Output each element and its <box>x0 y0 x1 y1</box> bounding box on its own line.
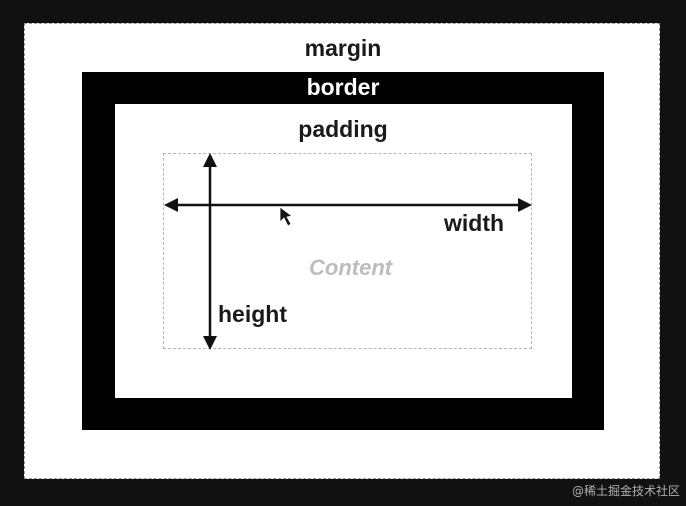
height-arrow-top-head-icon <box>203 153 217 167</box>
border-label: border <box>306 74 380 100</box>
margin-label: margin <box>304 35 382 61</box>
width-arrow-left-head-icon <box>164 198 178 212</box>
content-area <box>163 153 532 349</box>
height-arrow-bottom-head-icon <box>203 336 217 350</box>
watermark: @稀土掘金技术社区 <box>571 484 680 498</box>
mouse-pointer-icon <box>279 206 293 227</box>
height-label: height <box>218 301 287 327</box>
padding-label: padding <box>298 116 388 142</box>
content-label: Content <box>309 255 393 280</box>
width-arrow <box>164 198 532 212</box>
height-arrow <box>203 153 217 350</box>
width-label: width <box>444 210 505 236</box>
width-arrow-right-head-icon <box>518 198 532 212</box>
